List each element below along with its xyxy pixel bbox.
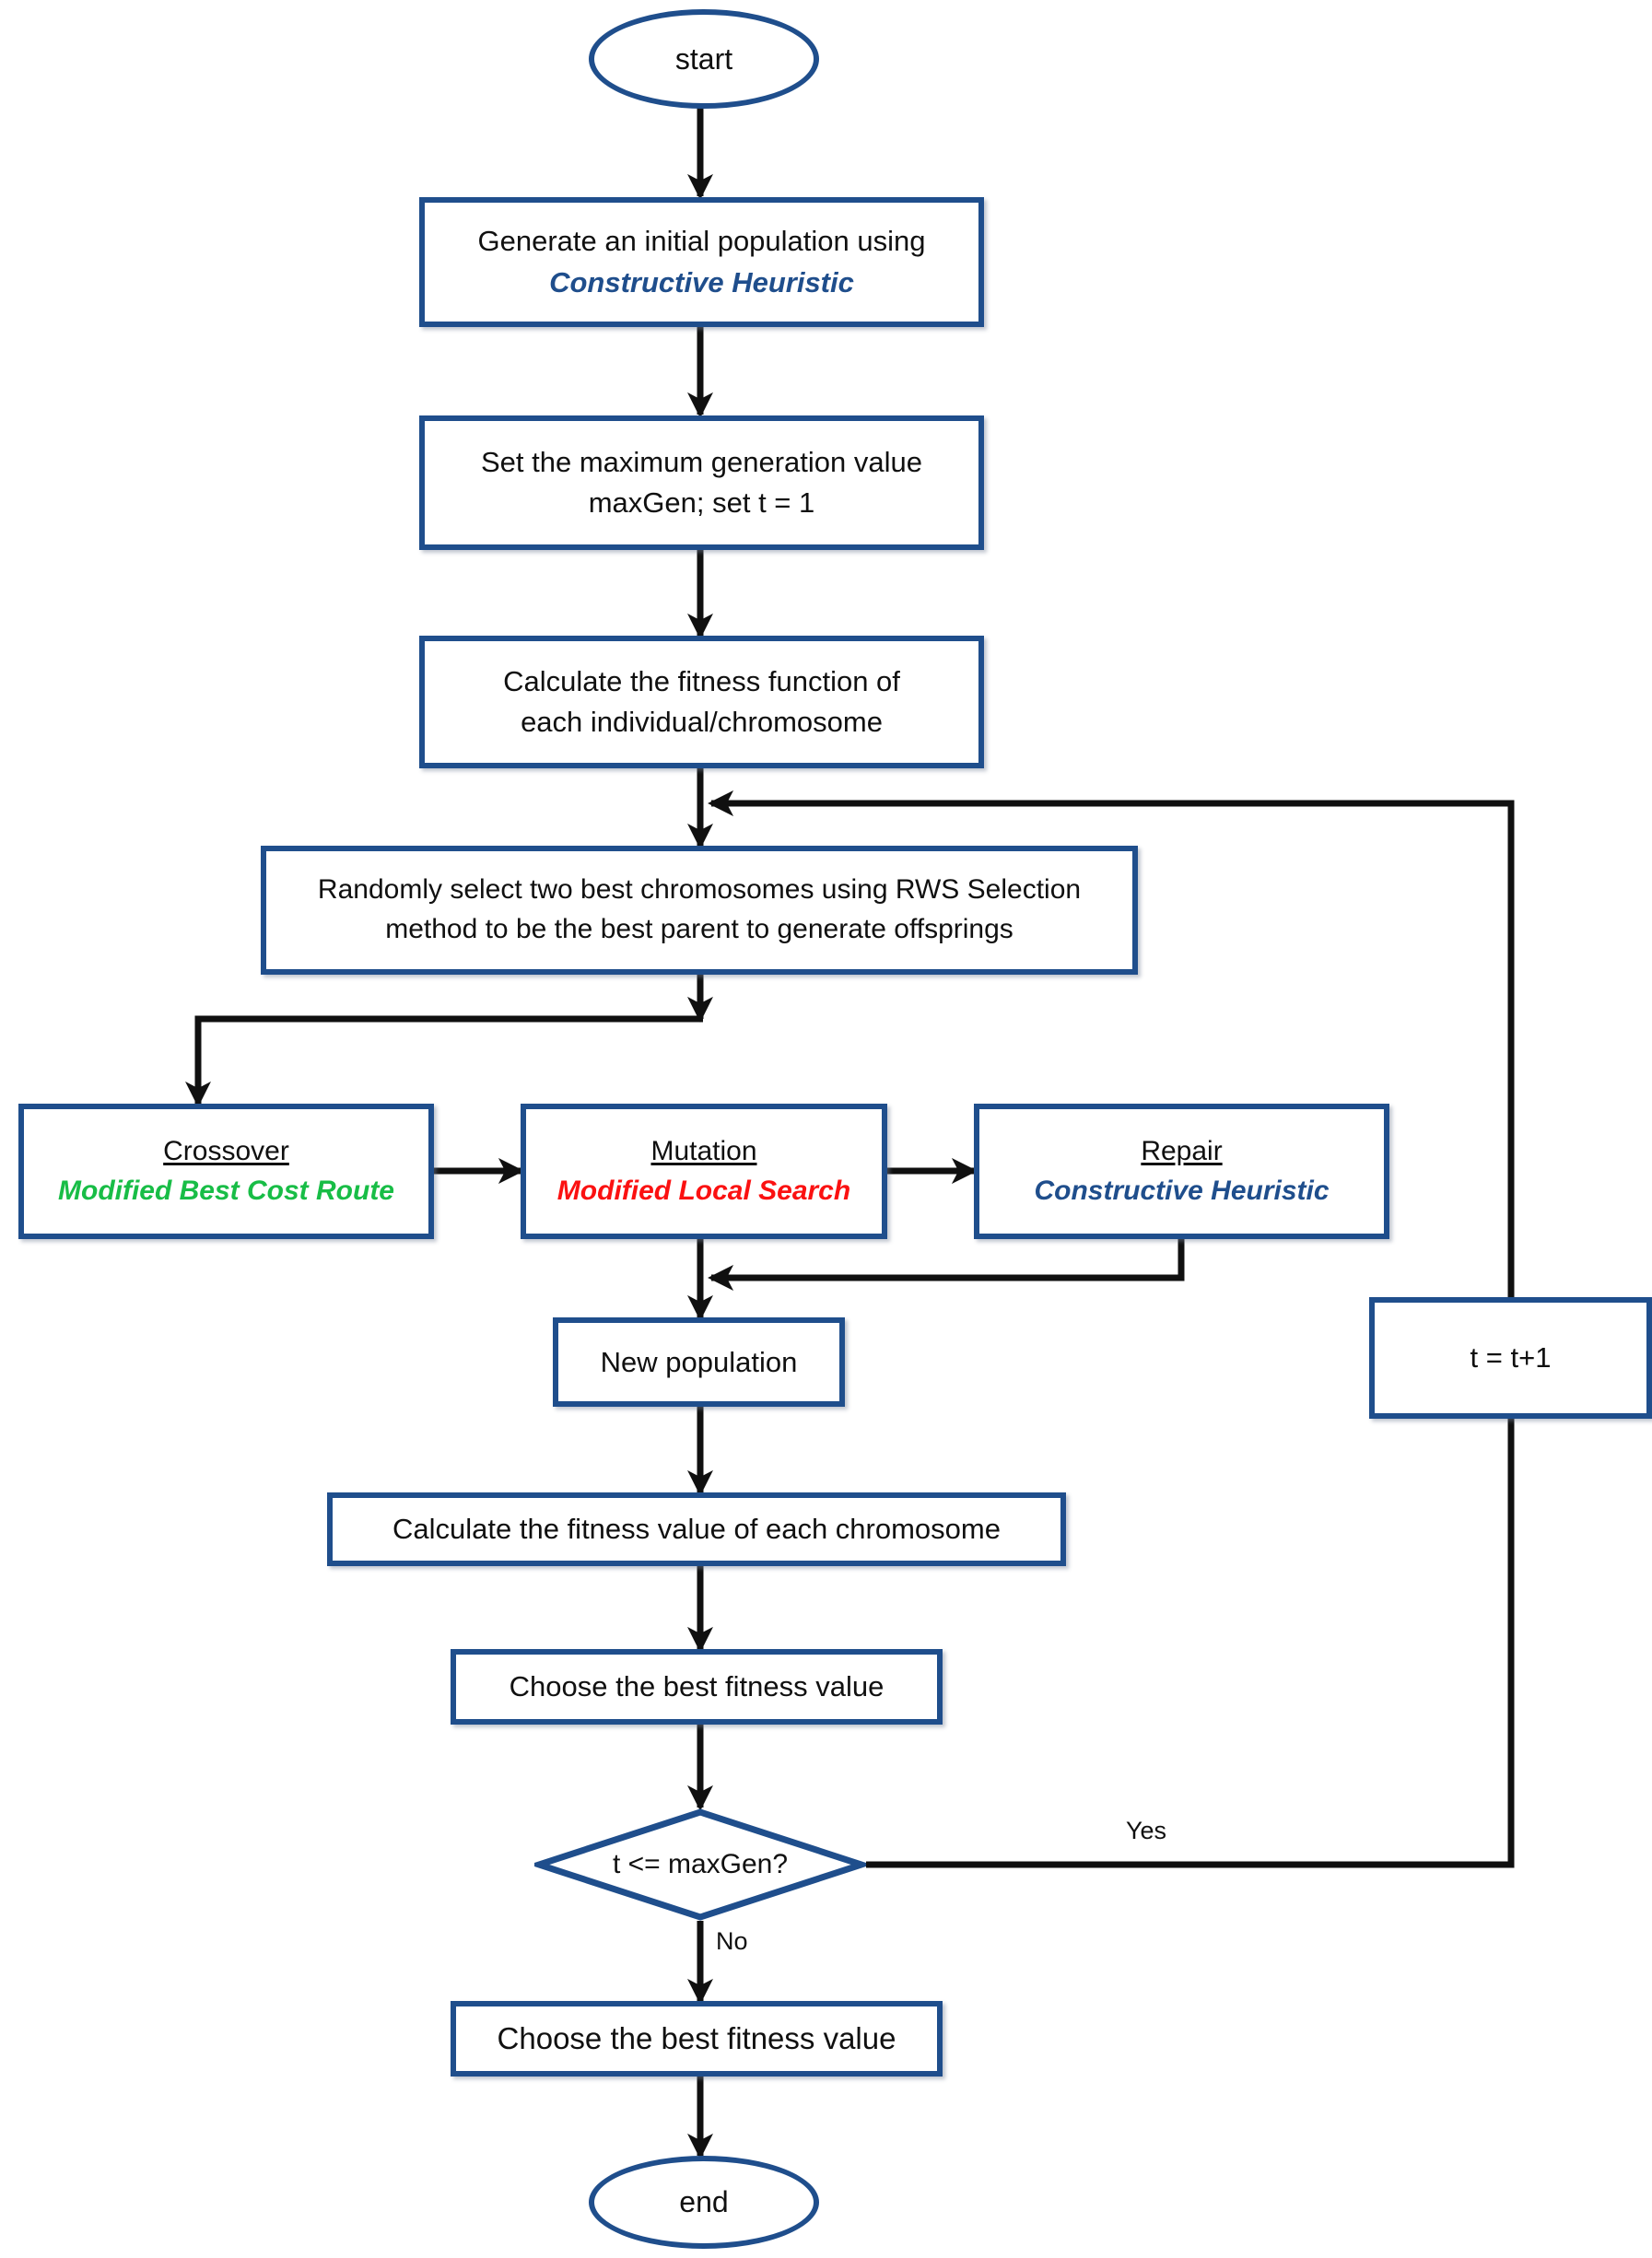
- node-repair[interactable]: Repair Constructive Heuristic: [974, 1104, 1389, 1239]
- node-decision-maxgen[interactable]: t <= maxGen?: [534, 1808, 866, 1922]
- edge-rws-to-crossover: [185, 1015, 703, 1107]
- edge-yes-to-increment: [866, 1419, 1515, 1868]
- node-new-population-label: New population: [600, 1345, 798, 1378]
- node-choose-best-loop-label: Choose the best fitness value: [509, 1670, 885, 1702]
- node-new-population[interactable]: New population: [553, 1317, 845, 1407]
- decision-diamond-shape: [534, 1808, 866, 1921]
- node-calc-fitness-function[interactable]: Calculate the fitness function of each i…: [419, 636, 984, 768]
- node-start[interactable]: start: [589, 9, 819, 109]
- node-generate-population[interactable]: Generate an initial population using Con…: [419, 197, 984, 327]
- node-calc-fitness-value[interactable]: Calculate the fitness value of each chro…: [327, 1492, 1066, 1566]
- edge-label-yes: Yes: [1126, 1817, 1167, 1844]
- node-crossover[interactable]: Crossover Modified Best Cost Route: [18, 1104, 434, 1239]
- node-repair-line1: Repair: [1141, 1135, 1223, 1166]
- node-mutation-line2: Modified Local Search: [557, 1175, 851, 1206]
- node-calc-fitness-value-label: Calculate the fitness value of each chro…: [392, 1513, 1001, 1545]
- node-end[interactable]: end: [589, 2156, 819, 2249]
- node-choose-best-final-label: Choose the best fitness value: [497, 2021, 896, 2055]
- edge-label-no: No: [716, 1927, 748, 1955]
- node-rws-selection[interactable]: Randomly select two best chromosomes usi…: [261, 846, 1138, 975]
- node-repair-line2: Constructive Heuristic: [1034, 1175, 1330, 1206]
- node-rws-selection-line1: Randomly select two best chromosomes usi…: [317, 874, 1082, 906]
- node-increment-t[interactable]: t = t+1: [1369, 1297, 1652, 1419]
- node-calc-fitness-function-line1: Calculate the fitness function of: [503, 664, 900, 697]
- node-set-maxgen-line2: maxGen; set t = 1: [588, 486, 815, 519]
- node-set-maxgen-line1: Set the maximum generation value: [480, 445, 923, 478]
- node-set-maxgen[interactable]: Set the maximum generation value maxGen;…: [419, 415, 984, 550]
- node-end-label: end: [679, 2185, 729, 2218]
- node-generate-population-line2: Constructive Heuristic: [549, 265, 854, 298]
- node-crossover-line2: Modified Best Cost Route: [58, 1175, 394, 1206]
- node-start-label: start: [674, 41, 733, 76]
- node-mutation-line1: Mutation: [650, 1135, 757, 1166]
- edge-repair-to-merge: [708, 1239, 1185, 1291]
- node-generate-population-line1: Generate an initial population using: [477, 225, 926, 258]
- node-choose-best-loop[interactable]: Choose the best fitness value: [451, 1649, 943, 1725]
- node-choose-best-final[interactable]: Choose the best fitness value: [451, 2001, 943, 2077]
- node-decision-maxgen-label: t <= maxGen?: [612, 1849, 789, 1879]
- node-rws-selection-line2: method to be the best parent to generate…: [385, 914, 1013, 944]
- node-increment-t-label: t = t+1: [1470, 1341, 1552, 1374]
- node-calc-fitness-function-line2: each individual/chromosome: [521, 706, 883, 738]
- node-mutation[interactable]: Mutation Modified Local Search: [521, 1104, 887, 1239]
- node-crossover-line1: Crossover: [163, 1135, 289, 1166]
